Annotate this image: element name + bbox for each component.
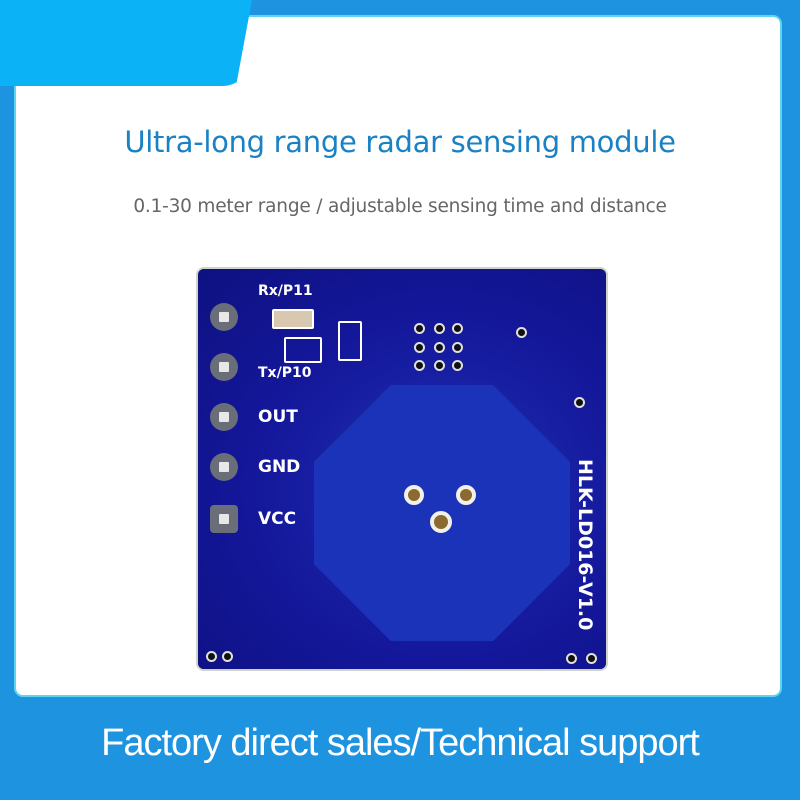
- pin-out: [210, 403, 238, 431]
- label-out: OUT: [258, 407, 298, 427]
- radar-module-board-image: Rx/P11 Tx/P10 OUT GND VCC HLK-LD016-V1.0: [198, 269, 606, 669]
- pin-rx: [210, 303, 238, 331]
- page-title: Ultra-long range radar sensing module: [124, 125, 676, 159]
- label-tx: Tx/P10: [258, 365, 312, 381]
- feed-hole: [456, 485, 476, 505]
- label-gnd: GND: [258, 457, 301, 477]
- model-label: HLK-LD016-V1.0: [574, 459, 596, 631]
- label-rx: Rx/P11: [258, 283, 313, 299]
- led-component: [272, 309, 314, 329]
- capacitor-component: [338, 321, 362, 361]
- footer-banner-text: Factory direct sales/Technical support: [101, 722, 700, 764]
- pin-gnd: [210, 453, 238, 481]
- pin-vcc: [210, 505, 238, 533]
- label-vcc: VCC: [258, 509, 297, 529]
- page-subtitle: 0.1-30 meter range / adjustable sensing …: [133, 196, 667, 217]
- resistor-component: [284, 337, 322, 363]
- corner-tab: [0, 0, 252, 86]
- pin-tx: [210, 353, 238, 381]
- feed-hole: [404, 485, 424, 505]
- feed-hole: [430, 511, 452, 533]
